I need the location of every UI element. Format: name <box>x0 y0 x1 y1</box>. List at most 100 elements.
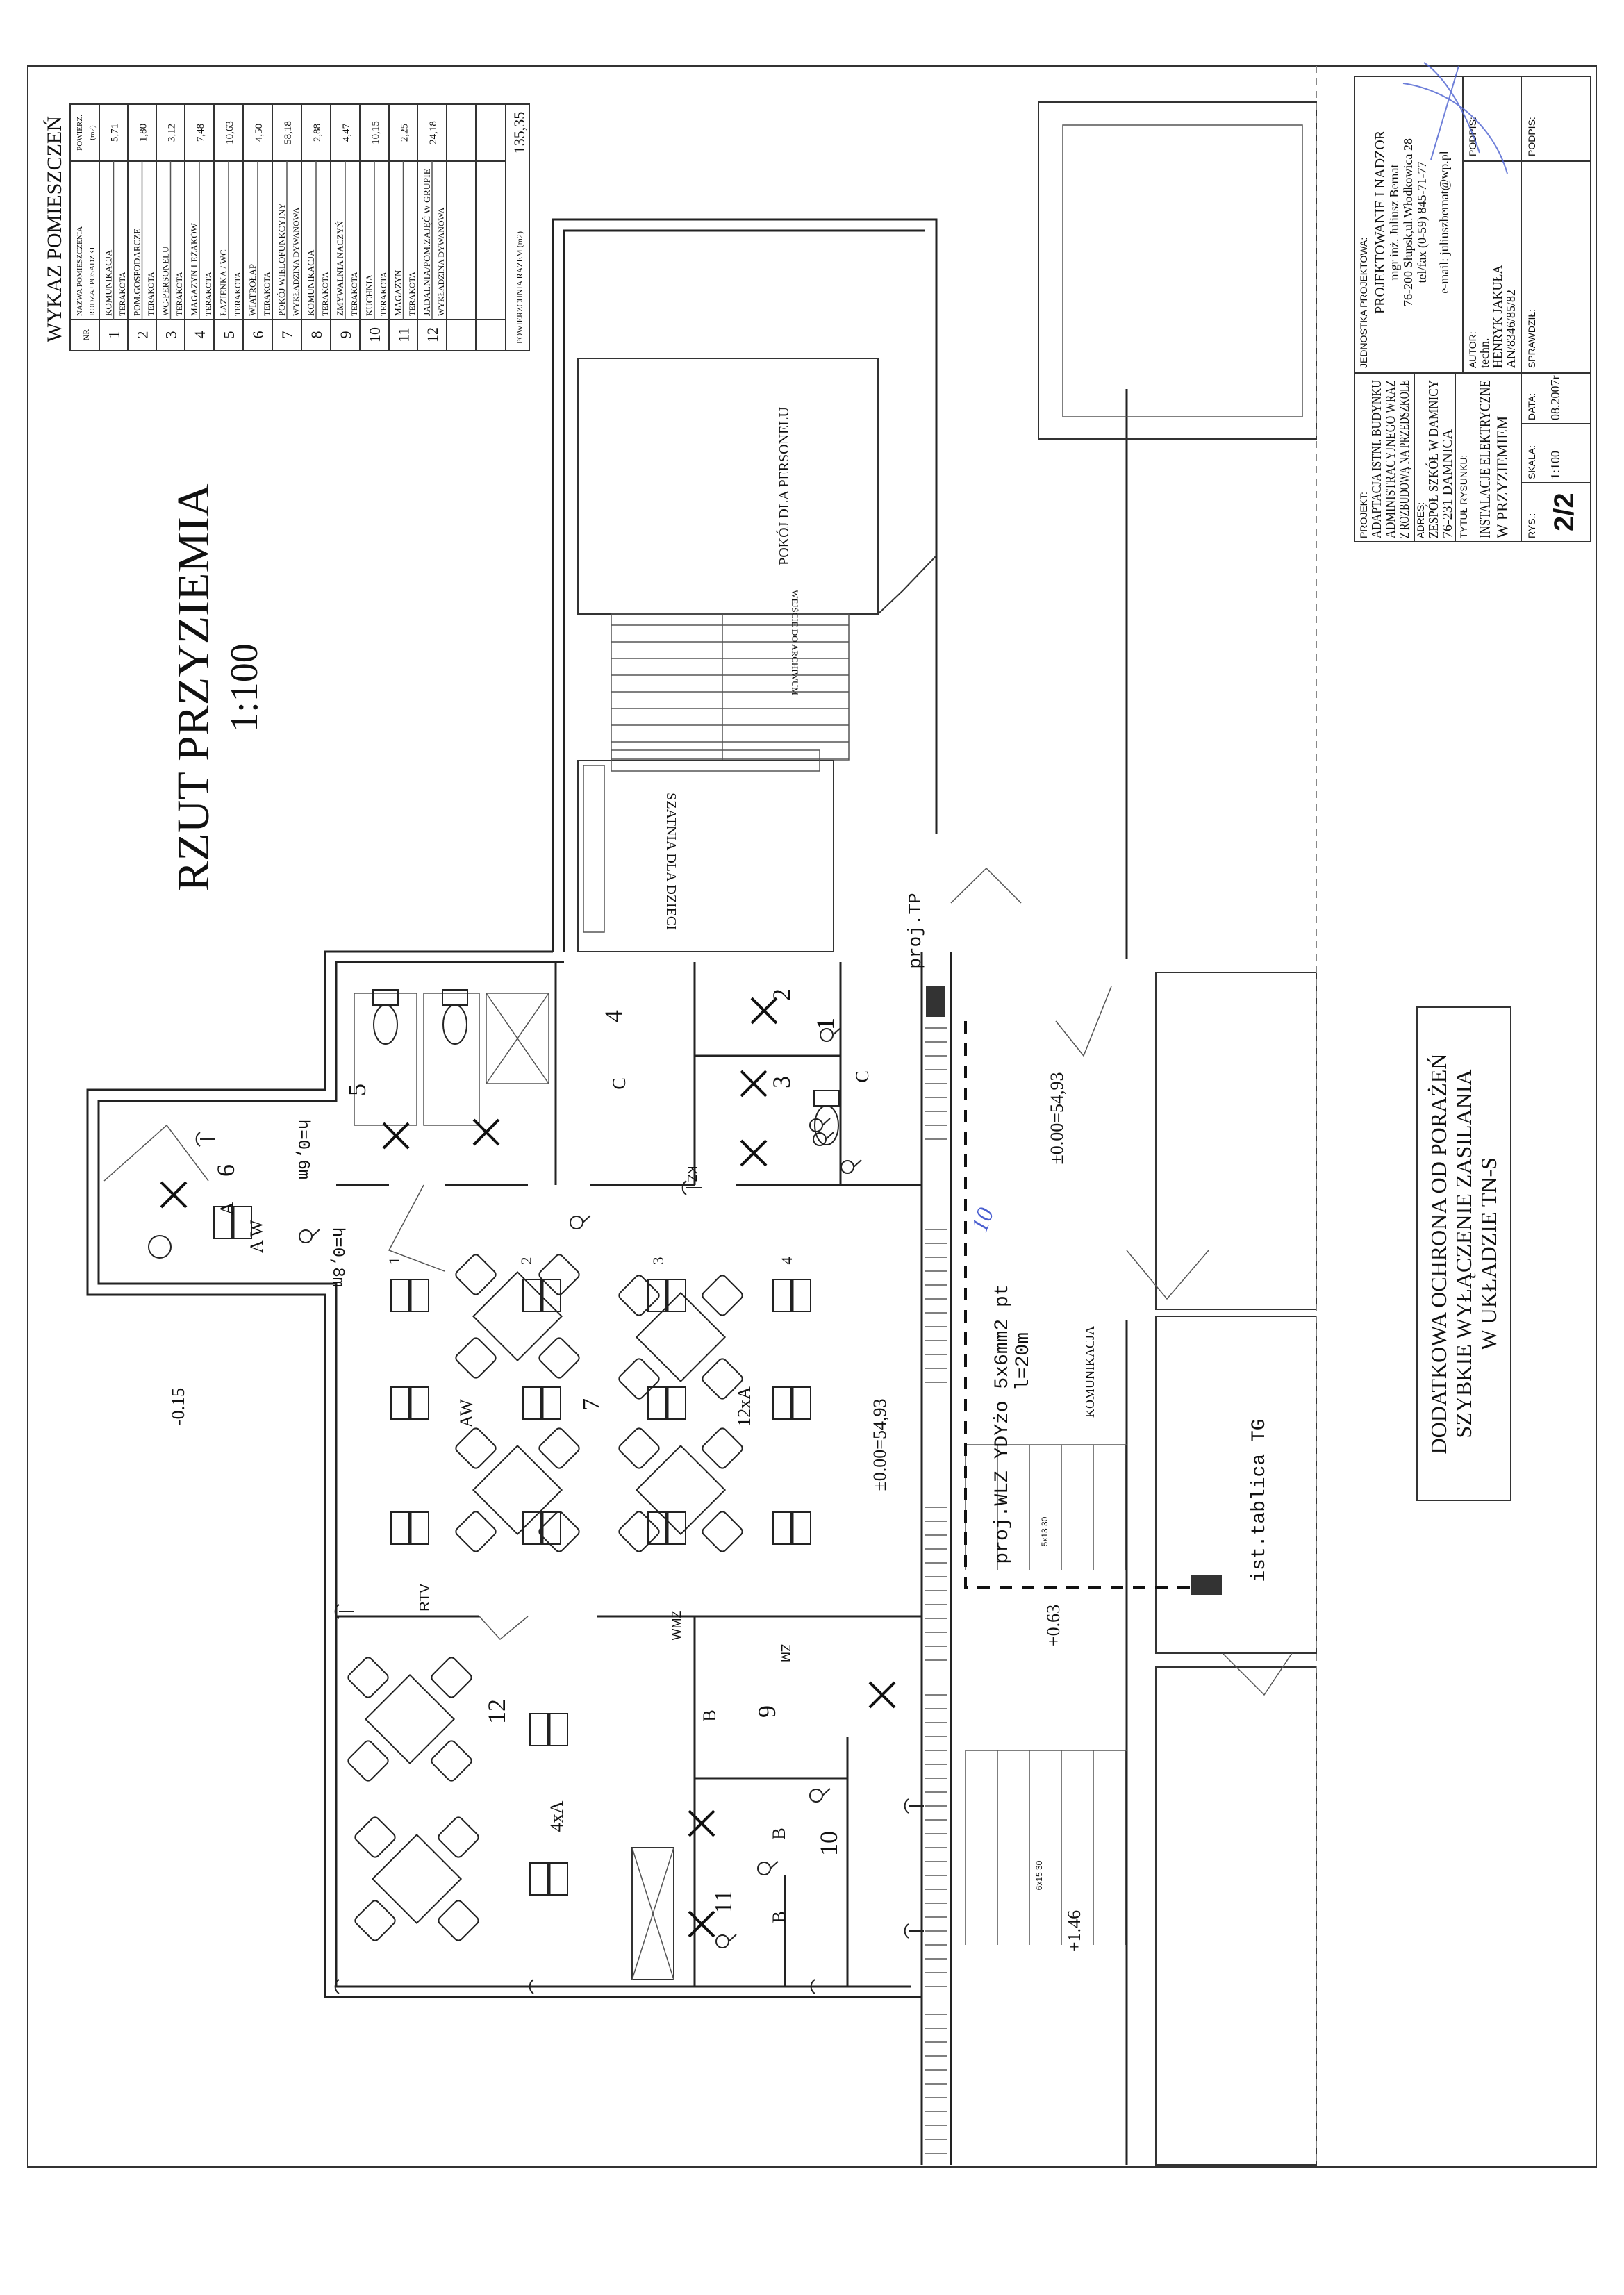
switch-icon <box>299 1229 320 1243</box>
table-row-area: 7,48 <box>195 124 206 142</box>
table-row-nr: 11 <box>395 327 413 342</box>
level-main-2: ±0.00=54,93 <box>1047 1072 1067 1165</box>
label-stairs-1: 5x13 30 <box>1040 1516 1050 1546</box>
lamp-group-number: 1 <box>386 1257 403 1265</box>
tg-board-icon <box>1191 1575 1222 1595</box>
label-c-1: C <box>609 1077 629 1089</box>
table-row-name: MAGAZYN LEŻAKÓW <box>189 222 199 316</box>
tb-unit-l1: PROJEKTOWANIE I NADZOR <box>1373 130 1388 314</box>
room-number: 6 <box>212 1164 240 1177</box>
plan-labels: POKÓJ DLA PERSONELU WEJŚCIE DO ARCHIWUM … <box>168 407 1270 1953</box>
ceiling-lamp-icon <box>390 1511 429 1545</box>
table-row-nr: 12 <box>424 327 441 342</box>
ceiling-lamp-icon <box>772 1279 811 1312</box>
table-row-floor: TERAKOTA <box>379 272 388 316</box>
light-point-x-icon <box>750 997 778 1025</box>
tb-scale-value: 1:100 <box>1548 451 1562 479</box>
tb-author-label: AUTOR: <box>1467 331 1478 368</box>
ceiling-lamp-icon <box>772 1511 811 1545</box>
socket-icon <box>904 1923 924 1939</box>
ceiling-lamp-icon <box>529 1862 568 1896</box>
label-corridor: KOMUNIKACJA <box>1083 1326 1097 1418</box>
table-header-area: POWIERZ. <box>76 115 84 151</box>
table-with-chairs-icon <box>347 1657 472 1782</box>
table-header-name: NAZWA POMIESZCZENIA <box>76 226 84 316</box>
label-handwritten-10: 10 <box>967 1204 999 1236</box>
wlz-cable-route <box>964 1021 1200 1589</box>
table-with-chairs-icon <box>618 1275 743 1400</box>
light-point-x-icon <box>688 1910 715 1938</box>
table-row-name: WIATROŁAP <box>247 264 258 316</box>
tb-unit-l2: mgr inż. Juliusz Bernat <box>1387 165 1401 281</box>
tb-unit-l4: tel/fax (0-59) 845-71-77 <box>1415 162 1430 283</box>
socket-icon <box>334 1604 354 1619</box>
tb-author-l1: techn. <box>1477 338 1491 368</box>
table-row-floor: TERAKOTA <box>262 272 272 316</box>
table-with-chairs-icon <box>618 1427 743 1552</box>
label-aw-1: A W <box>247 1220 267 1253</box>
lamp-group-number: 2 <box>517 1257 535 1265</box>
tb-signature-label-2: PODPIS: <box>1526 117 1537 156</box>
ceiling-lamp-icon <box>390 1279 429 1312</box>
table-row-area: 4,47 <box>341 123 352 142</box>
table-row-name: JADALNIA/POM.ZAJĘĆ W GRUPIE <box>422 169 432 316</box>
table-row-floor: WYKŁADZINA DYWANOWA <box>436 207 446 316</box>
table-header-nr: NR <box>81 329 91 341</box>
label-aw-2: AW <box>456 1399 477 1428</box>
title-block: PROJEKT: ADAPTACJA ISTNI. BUDYNKU ADMINI… <box>1354 76 1591 542</box>
table-row-area: 5,71 <box>110 124 121 142</box>
table-row-nr: 7 <box>279 331 296 339</box>
label-h08: h=0,8m <box>328 1227 347 1287</box>
fixtures <box>148 989 924 1994</box>
label-12xa: 12xA <box>734 1386 754 1427</box>
tb-drawing-title-l1: INSTALACJE ELEKTRYCZNE <box>1476 380 1493 538</box>
socket-icon <box>681 1180 702 1195</box>
light-point-x-icon <box>688 1809 715 1837</box>
label-wlz: proj.WLZ YDYżo 5x6mm2 pt <box>992 1284 1013 1564</box>
tp-board-icon <box>926 986 945 1017</box>
label-staff-room: POKÓJ DLA PERSONELU <box>775 407 792 565</box>
table-row-area: 3,12 <box>167 124 178 142</box>
level-main-1: ±0.00=54,93 <box>870 1399 890 1491</box>
tb-scale-label: SKALA: <box>1526 445 1537 479</box>
room-number: 9 <box>753 1705 781 1718</box>
toilet-icon <box>813 1090 840 1145</box>
label-zm: ZM <box>779 1644 793 1662</box>
table-row-floor: TERAKOTA <box>349 272 359 316</box>
tb-sheet-value: 2/2 <box>1549 492 1580 531</box>
table-header-floor: RODZAJ POSADZKI <box>88 247 97 316</box>
switch-icon <box>840 1159 862 1174</box>
tb-address-l2: 76-231 DAMNICA <box>1440 429 1455 538</box>
table-row-area: 2,88 <box>312 124 323 142</box>
notice-line-2: SZYBKIE WYŁĄCZENIE ZASILANIA <box>1451 1070 1476 1439</box>
table-row-area: 10,15 <box>370 121 381 144</box>
switch-icon <box>715 1934 737 1948</box>
light-point-x-icon <box>472 1118 500 1146</box>
tb-date-value: 08.2007r <box>1548 376 1562 421</box>
label-wmz: WMZ <box>670 1611 683 1641</box>
room-number: 2 <box>768 988 795 1001</box>
room-number: 11 <box>709 1890 737 1914</box>
table-row-nr: 10 <box>366 327 383 342</box>
label-stairs-2: 6x15 30 <box>1034 1860 1044 1890</box>
level-015: -0.15 <box>168 1388 188 1425</box>
socket-icon <box>904 1798 924 1814</box>
table-row-floor: TERAKOTA <box>407 272 417 316</box>
room-number: 1 <box>811 1018 839 1030</box>
table-row-name: ZMYWALNIA NACZYŃ <box>335 221 345 316</box>
tb-author-l3: AN/8346/85/82 <box>1504 290 1518 368</box>
tb-address-label: ADRES: <box>1415 502 1426 538</box>
plan-walls <box>86 66 1317 2166</box>
table-row-name: WC-PERSONELU <box>160 246 171 316</box>
room-number: 10 <box>815 1831 843 1856</box>
label-b-3: B <box>769 1911 789 1923</box>
table-row-nr: 6 <box>249 331 267 339</box>
table-row-area: 10,63 <box>224 121 235 144</box>
table-row-area: 58,18 <box>283 121 294 144</box>
sheet-border <box>27 65 1597 2168</box>
switch-icon <box>757 1861 779 1875</box>
notice-line-3: W UKŁADZIE TN-S <box>1476 1157 1501 1350</box>
tb-drawing-title-label: TYTUŁ RYSUNKU: <box>1458 455 1469 538</box>
table-row-nr: 3 <box>163 331 180 339</box>
